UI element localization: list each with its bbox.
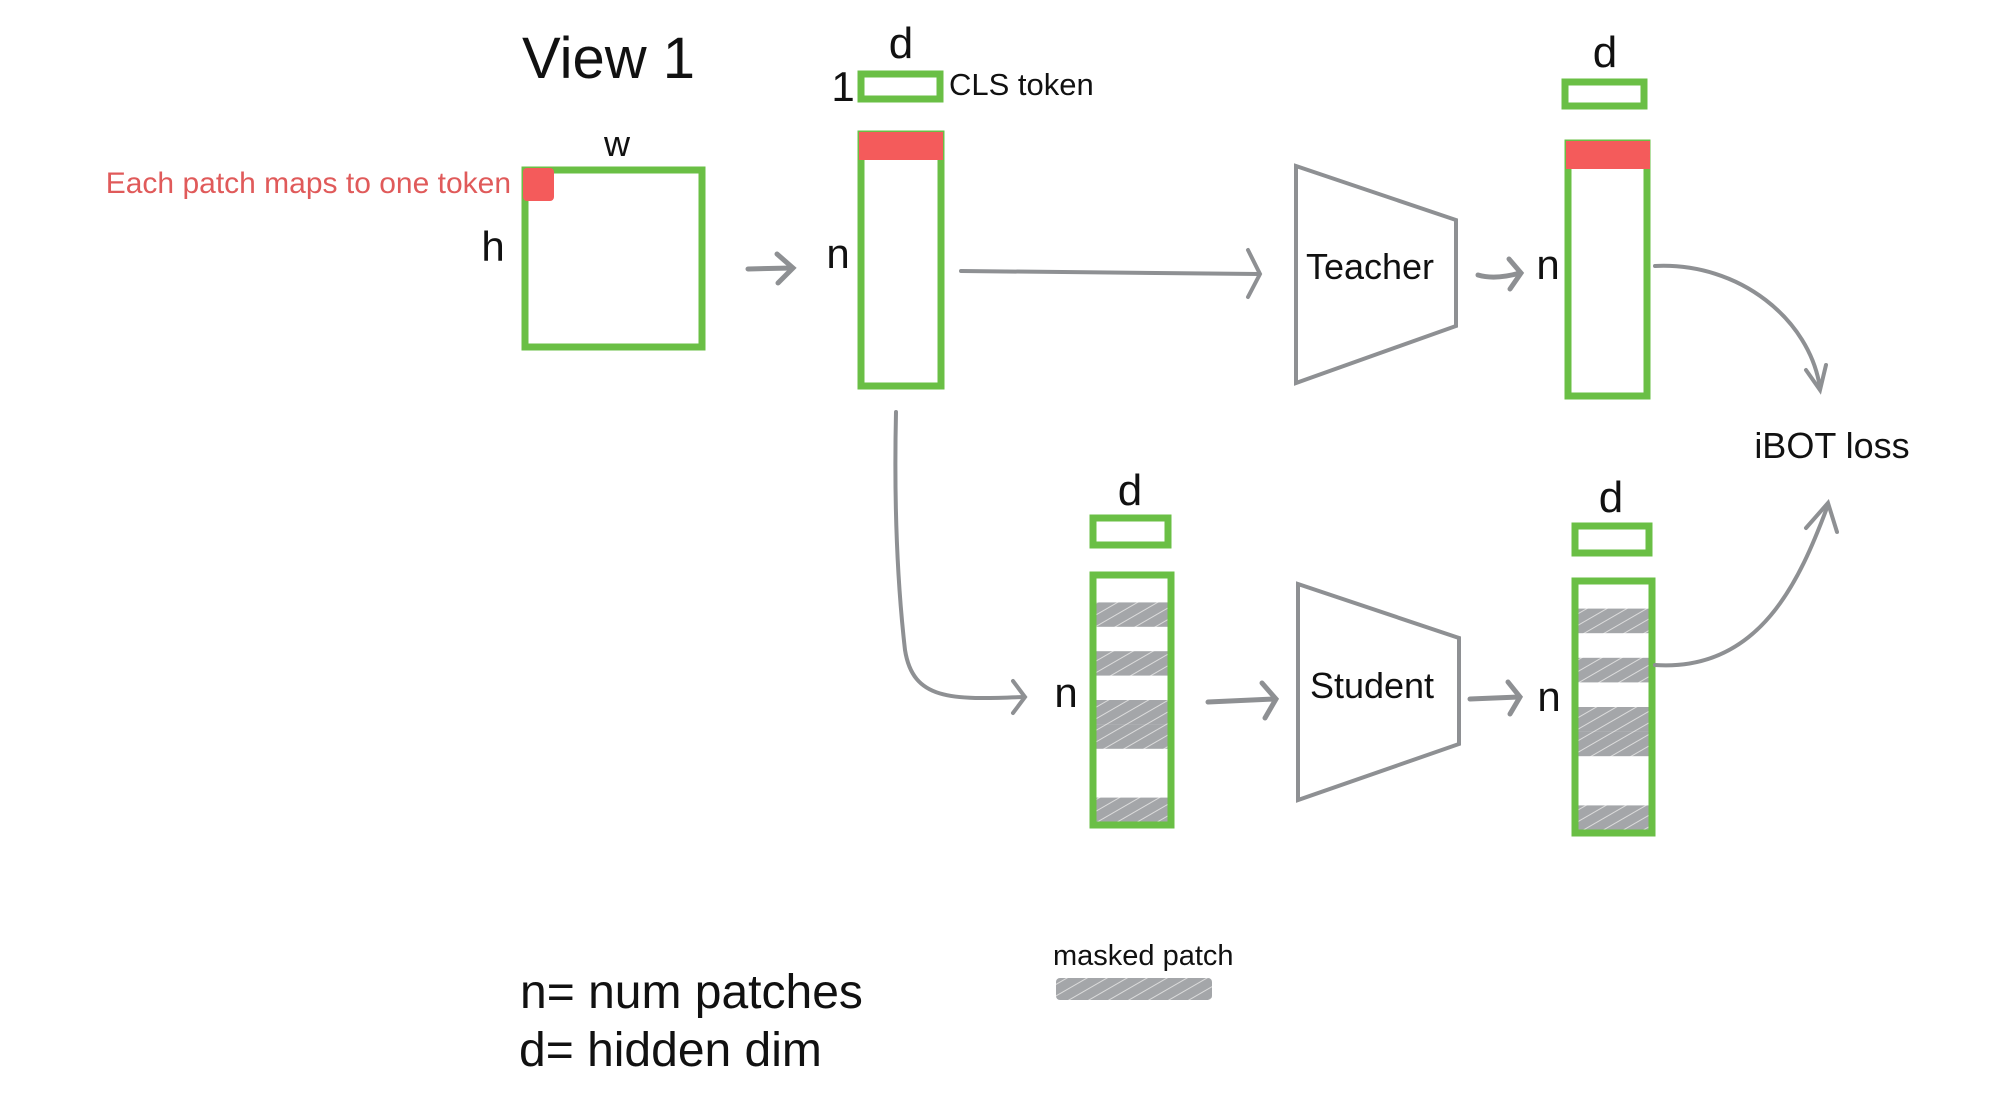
image-height-label: h: [481, 223, 504, 270]
student-trapezoid: [1296, 581, 1461, 803]
student-network: Student: [1296, 581, 1461, 803]
student-in-cls-box: [1089, 514, 1172, 549]
arrow-image-to-tokens: [745, 251, 797, 286]
loss-label: iBOT loss: [1754, 425, 1909, 466]
masked-patch-row: [1578, 608, 1649, 634]
student-in-n-label: n: [1054, 669, 1077, 716]
student-in-patch-box: [1089, 571, 1175, 829]
legend-masked-label: masked patch: [1053, 940, 1234, 972]
masked-patch-row: [1578, 731, 1649, 757]
arrow-to-student-input: [893, 410, 1028, 715]
teacher-patch-box: [1564, 139, 1651, 400]
view-title: View 1: [522, 26, 695, 91]
masked-patch-row: [1096, 797, 1168, 822]
input-d-label: d: [889, 19, 913, 68]
teacher-out-d-label: d: [1593, 28, 1617, 77]
arrow-student-to-loss: [1653, 499, 1839, 668]
cls-token-label: CLS token: [949, 67, 1094, 102]
arrow-to-student: [1205, 680, 1280, 721]
student-out-patch-box: [1571, 577, 1656, 837]
teacher-network: Teacher: [1294, 163, 1458, 386]
teacher-patch-highlight: [1566, 141, 1650, 169]
patch-highlight: [523, 168, 554, 201]
student-in-masks: [1096, 602, 1168, 822]
student-out-masks: [1578, 608, 1649, 830]
masked-patch-row: [1096, 602, 1168, 627]
input-token-column: d 1 CLS token n: [826, 19, 1094, 390]
masked-patch-row: [1578, 707, 1649, 732]
teacher-trapezoid: [1294, 163, 1458, 386]
image-frame: [521, 166, 706, 351]
arrow-teacher-out: [1475, 256, 1525, 292]
masked-patch-row: [1096, 651, 1168, 676]
student-out-d-label: d: [1599, 473, 1623, 522]
legend-n-definition: n= num patches: [520, 966, 863, 1019]
teacher-cls-box: [1561, 78, 1648, 110]
patch-token-box: [857, 130, 945, 390]
legend-d-definition: d= hidden dim: [519, 1024, 822, 1077]
student-input-column: d n: [1054, 466, 1175, 829]
cls-count-label: 1: [831, 63, 854, 110]
student-in-d-label: d: [1118, 466, 1142, 515]
student-out-cls-box: [1571, 522, 1653, 557]
patch-token-highlight: [859, 132, 943, 160]
input-n-label: n: [826, 230, 849, 277]
patch-annotation: Each patch maps to one token: [106, 167, 511, 200]
cls-token-box: [857, 70, 944, 103]
input-image: w h Each patch maps to one token: [106, 123, 706, 351]
arrow-to-teacher: [959, 248, 1263, 299]
student-out-n-label: n: [1537, 673, 1560, 720]
image-width-label: w: [603, 123, 631, 164]
arrow-student-out: [1467, 679, 1524, 717]
masked-patch-row: [1096, 724, 1168, 749]
teacher-output-column: n d: [1536, 28, 1651, 400]
arrow-teacher-to-loss: [1653, 263, 1828, 395]
masked-patch-row: [1096, 700, 1168, 725]
student-label: Student: [1310, 665, 1434, 706]
student-output-column: n d: [1537, 473, 1656, 837]
teacher-out-n-label: n: [1536, 241, 1559, 288]
legend-masked-swatch: [1056, 978, 1212, 1000]
masked-patch-row: [1578, 657, 1649, 683]
teacher-label: Teacher: [1306, 246, 1434, 287]
masked-patch-row: [1578, 805, 1649, 830]
